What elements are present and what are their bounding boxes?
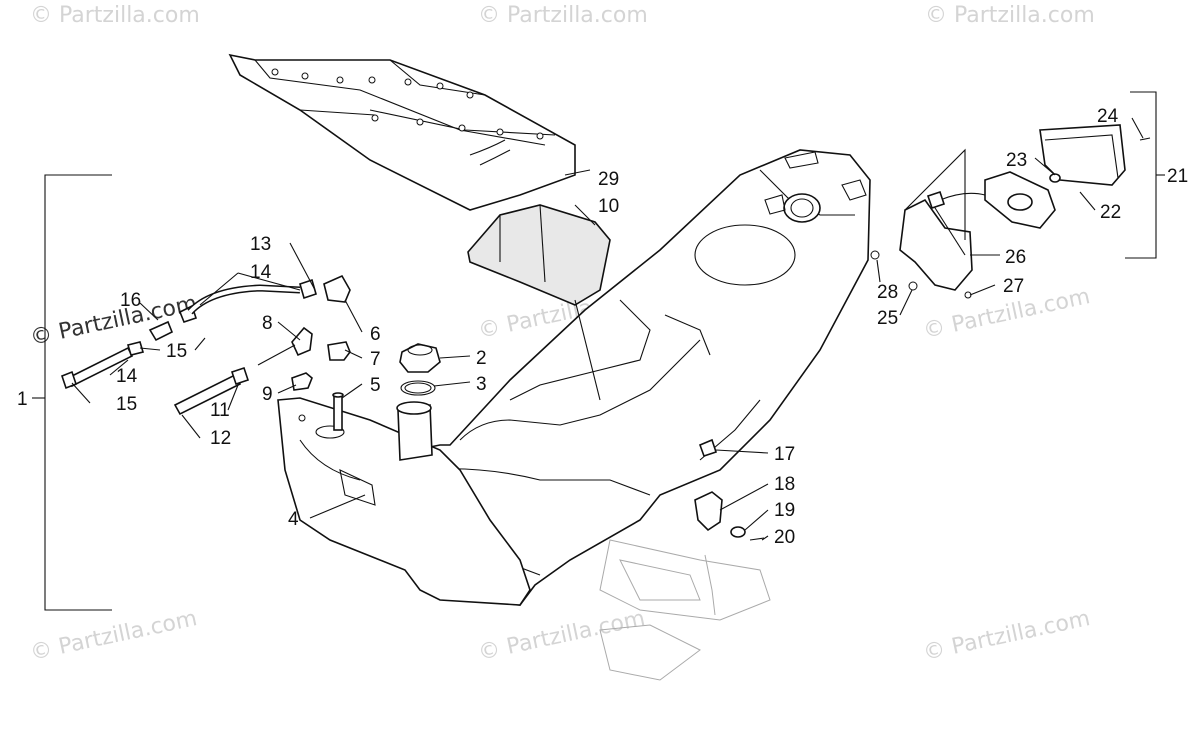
callout-7: 7 bbox=[370, 349, 381, 370]
callout-27: 27 bbox=[1003, 276, 1024, 297]
group-bracket-21 bbox=[1125, 91, 1165, 259]
fuel-pickup-part bbox=[332, 392, 344, 431]
gasket-part bbox=[400, 380, 436, 396]
leader-lines bbox=[71, 117, 1144, 541]
callout-28: 28 bbox=[877, 282, 898, 303]
taillight-housing-part bbox=[926, 171, 1056, 229]
callout-19: 19 bbox=[774, 500, 795, 521]
callout-21: 21 bbox=[1167, 166, 1188, 187]
watermark: © Partzilla.com bbox=[30, 3, 200, 28]
gas-cap-part bbox=[399, 343, 441, 373]
callout-29: 29 bbox=[598, 169, 619, 190]
callout-24: 24 bbox=[1097, 106, 1119, 127]
group-bracket-1 bbox=[32, 174, 112, 611]
taillight-bracket-part bbox=[899, 198, 973, 291]
seat-pad-part bbox=[467, 204, 611, 306]
callout-16: 16 bbox=[120, 290, 141, 311]
callout-14: 14 bbox=[116, 366, 138, 387]
callout-13: 13 bbox=[250, 234, 271, 255]
watermark: © Partzilla.com bbox=[925, 3, 1095, 28]
callout-10: 10 bbox=[598, 196, 619, 217]
filler-neck-part bbox=[396, 401, 433, 461]
callout-1: 1 bbox=[17, 389, 28, 410]
seat-cover-part bbox=[228, 53, 576, 211]
callout-6: 6 bbox=[370, 324, 381, 345]
callout-18: 18 bbox=[774, 474, 795, 495]
fuel-valve-part bbox=[291, 274, 351, 357]
watermark: © Partzilla.com bbox=[28, 606, 199, 666]
watermark: © Partzilla.com bbox=[476, 606, 647, 666]
callout-23: 23 bbox=[1006, 150, 1027, 171]
watermark: © Partzilla.com bbox=[921, 606, 1092, 666]
taillight-lens-part bbox=[1039, 124, 1126, 186]
callout-5: 5 bbox=[370, 375, 381, 396]
watermark: © Partzilla.com bbox=[478, 3, 648, 28]
callout-17: 17 bbox=[774, 444, 795, 465]
callout-4: 4 bbox=[288, 509, 299, 530]
callout-15: 15 bbox=[116, 394, 137, 415]
callout-8: 8 bbox=[262, 313, 273, 334]
callout-9: 9 bbox=[262, 384, 273, 405]
callout-25: 25 bbox=[877, 308, 898, 329]
callout-11: 11 bbox=[210, 400, 230, 421]
callout-15: 15 bbox=[166, 341, 187, 362]
callouts: 1 2 3 4 5 6 7 8 9 10 11 12 13 14 14 15 1… bbox=[17, 106, 1188, 548]
mount-hardware-part bbox=[599, 438, 771, 681]
callout-22: 22 bbox=[1100, 202, 1121, 223]
callout-20: 20 bbox=[774, 527, 795, 548]
callout-12: 12 bbox=[210, 428, 231, 449]
callout-3: 3 bbox=[476, 374, 487, 395]
callout-14: 14 bbox=[250, 262, 272, 283]
callout-2: 2 bbox=[476, 348, 487, 369]
grommet-part bbox=[291, 341, 351, 391]
callout-26: 26 bbox=[1005, 247, 1026, 268]
